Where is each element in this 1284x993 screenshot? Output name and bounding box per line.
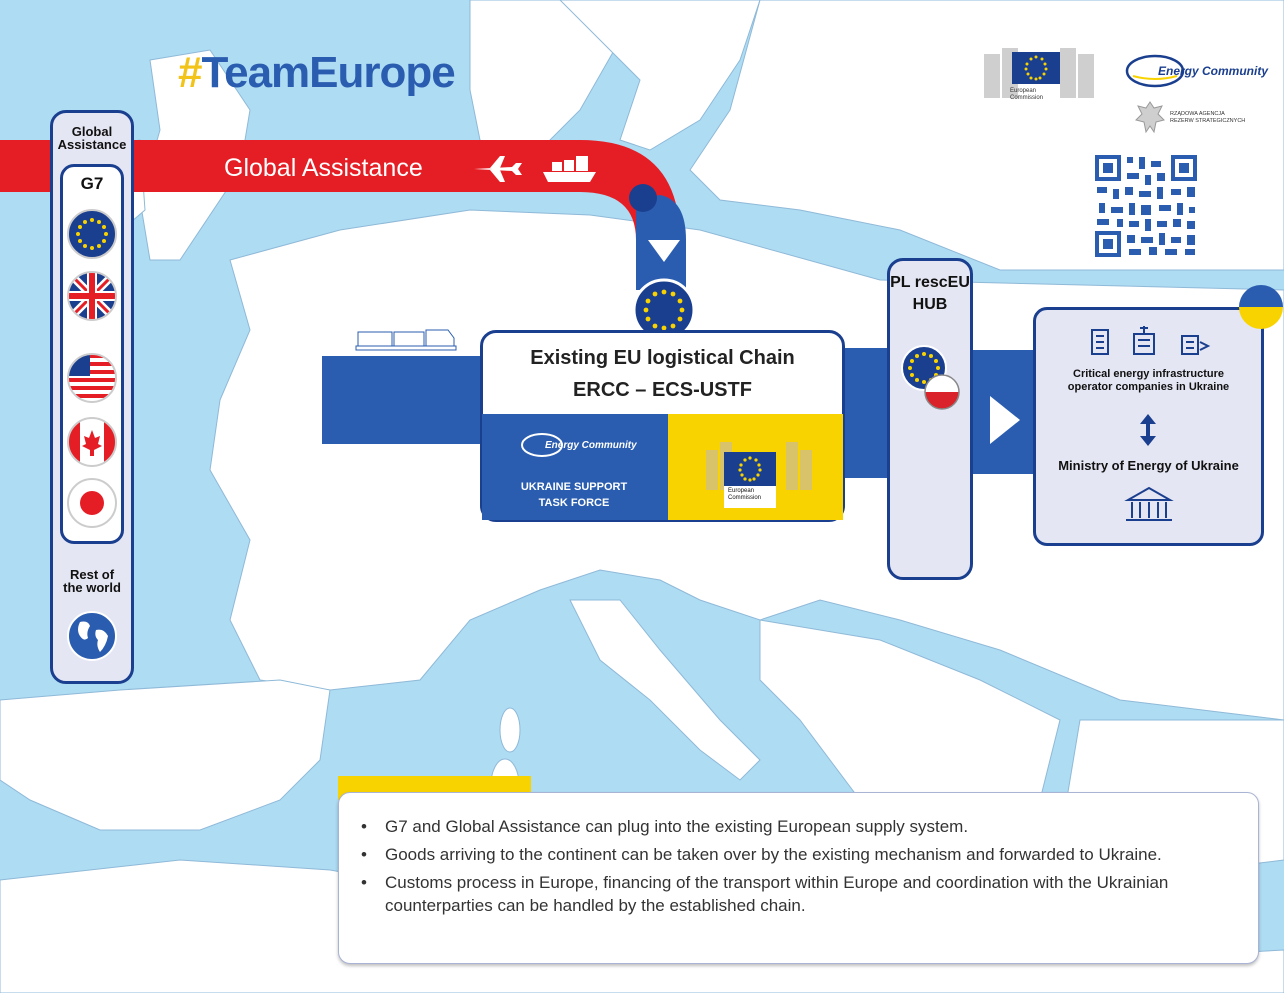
notes-list: G7 and Global Assistance can plug into t… [359, 815, 1239, 922]
ustf-label: UKRAINE SUPPORT TASK FORCE [494, 479, 654, 511]
us-flag-icon [67, 353, 117, 403]
ukraine-operators-line1: Critical energy infrastructure [1073, 368, 1224, 380]
energy-community-logo-small [521, 433, 563, 457]
rarsa-logo-text: RZĄDOWA AGENCJA REZERW STRATEGICZNYCH [1170, 111, 1245, 125]
sidebar-bottom-label: Rest of the world [50, 568, 134, 594]
hub-label-line1: PL rescEU [890, 274, 970, 291]
page-title: #TeamEurope [178, 48, 456, 98]
globe-icon [67, 611, 117, 661]
ukraine-flag-icon [1239, 285, 1283, 329]
infrastructure-icons [1091, 326, 1211, 355]
rarsa-line2: REZERW STRATEGICZNYCH [1170, 118, 1246, 124]
ec-logo-caption-line2: Commission [728, 495, 762, 501]
polish-eagle-icon [1135, 101, 1165, 134]
ustf-label-line2: TASK FORCE [538, 497, 610, 509]
double-arrow-icon [1140, 414, 1156, 446]
pl-rescue-hub-column [887, 258, 973, 580]
ukraine-operators-label: Critical energy infrastructure operator … [1040, 368, 1257, 394]
uk-flag-icon [67, 271, 117, 321]
notes-box: G7 and Global Assistance can plug into t… [338, 792, 1259, 964]
energy-community-top-text: Energy Community [1158, 64, 1269, 78]
building-icon [1091, 329, 1109, 355]
title-text: TeamEurope [201, 48, 455, 97]
ukraine-ministry-label: Ministry of Energy of Ukraine [1058, 458, 1239, 473]
european-commission-top-logo [984, 48, 1094, 98]
canada-flag-icon [67, 417, 117, 467]
hub-label: PL rescEU HUB [887, 272, 973, 316]
down-arrow-icon [648, 240, 680, 262]
train-icon [355, 329, 457, 351]
sidebar-top-label: Global Assistance [50, 125, 134, 151]
ustf-panel [482, 414, 668, 520]
chain-title-line2: ERCC – ECS-USTF [573, 379, 752, 401]
eu-poland-flag-icon [901, 345, 960, 410]
ec-logo-caption: European Commission [728, 488, 761, 502]
rarsa-line1: RZĄDOWA AGENCJA [1170, 111, 1225, 117]
ec-logo-caption-line1: European [728, 488, 755, 494]
sidebar-top-label-line2: Assistance [57, 137, 127, 152]
ship-icon [543, 156, 596, 182]
eu-flag-icon [67, 209, 117, 259]
chain-title-line1: Existing EU logistical Chain [530, 347, 795, 369]
sidebar-bottom-label-line1: Rest of [69, 567, 115, 582]
global-assistance-band [0, 140, 680, 270]
ec-top-logo-line2: Commission [1010, 95, 1044, 101]
ministry-building-icon [1124, 486, 1174, 521]
note-item: Goods arriving to the continent can be t… [359, 843, 1239, 866]
ukraine-operators-line2: operator companies in Ukraine [1067, 381, 1230, 393]
plane-icon [474, 156, 522, 182]
ustf-label-line1: UKRAINE SUPPORT [520, 481, 628, 493]
right-arrow-icon [990, 396, 1020, 444]
ec-top-logo-caption: European Commission [1010, 88, 1043, 102]
title-hash: # [178, 48, 203, 97]
sidebar-top-label-line1: Global [71, 124, 113, 139]
european-commission-logo [706, 442, 812, 508]
hub-label-line2: HUB [912, 296, 948, 313]
ec-top-logo-line1: European [1010, 88, 1037, 94]
energy-community-top-logo [1125, 54, 1185, 88]
energy-community-logo-text: Energy Community [545, 440, 637, 451]
global-assistance-label: Global Assistance [224, 154, 423, 182]
g7-label: G7 [80, 174, 104, 193]
flow-band-mid [845, 348, 890, 478]
sidebar-bottom-label-line2: the world [63, 580, 121, 595]
qr-code[interactable] [1093, 153, 1199, 259]
factory-icon [1133, 326, 1155, 355]
power-plant-icon [1181, 335, 1211, 355]
japan-flag-icon [67, 478, 117, 528]
flow-band-west [322, 356, 482, 444]
band-joint [629, 184, 657, 212]
note-item: Customs process in Europe, financing of … [359, 871, 1239, 917]
g7-flags [67, 209, 117, 528]
note-item: G7 and Global Assistance can plug into t… [359, 815, 1239, 838]
